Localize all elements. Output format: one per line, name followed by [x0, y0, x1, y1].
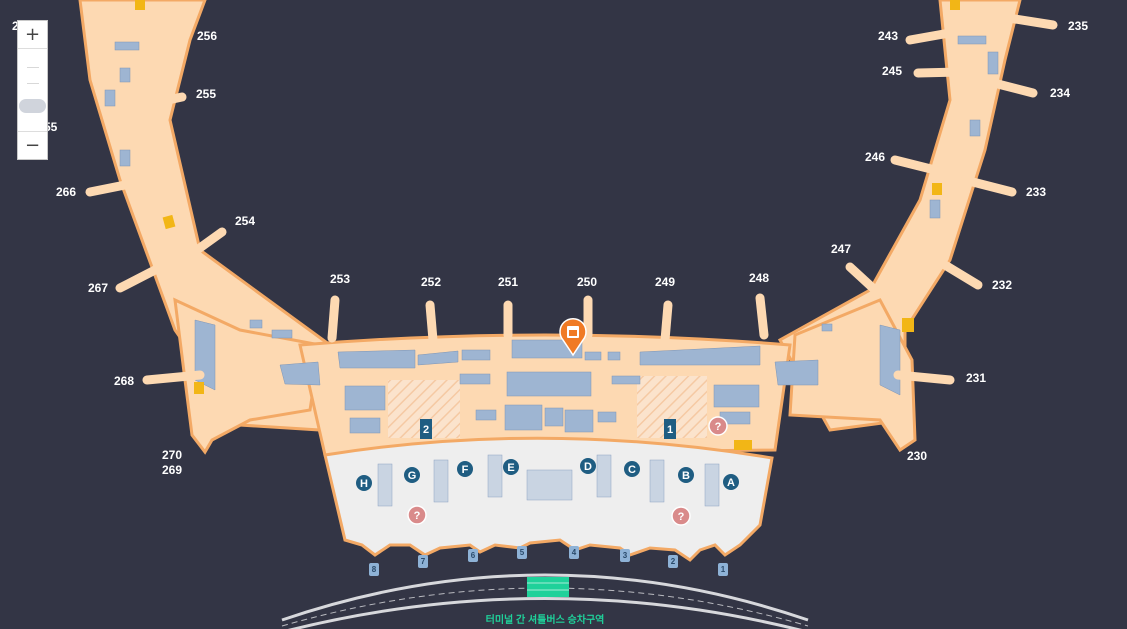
checkin-counter-label: F [462, 464, 469, 476]
checkin-counter-label: C [628, 464, 636, 476]
gate-label: 255 [196, 87, 216, 101]
door-label: 3 [623, 551, 628, 560]
gate-label: 245 [882, 64, 902, 78]
gate-label: 246 [865, 150, 885, 164]
checkin-islands [377, 454, 720, 507]
svg-text:2: 2 [423, 424, 429, 436]
zoom-out-button[interactable]: − [18, 131, 47, 159]
gate-labels: 256 255 266 254 267 253 268 270 269 252 … [12, 19, 1088, 477]
shuttle-bus-zone[interactable] [527, 577, 569, 597]
door-label: 5 [520, 548, 525, 557]
gate-sign-2[interactable]: 2 [420, 419, 432, 439]
info-question-icon[interactable]: ? [708, 416, 728, 436]
checkin-counter-label: A [727, 477, 735, 489]
gate-label: 233 [1026, 185, 1046, 199]
gate-label: 248 [749, 271, 769, 285]
checkin-counter-label: G [408, 470, 417, 482]
checkin-counter-label: E [507, 462, 514, 474]
gate-label: 253 [330, 272, 350, 286]
shuttle-bus-zone-stripes [527, 582, 569, 591]
gate-label: 256 [197, 29, 217, 43]
door-label: 1 [721, 565, 726, 574]
gate-label: 231 [966, 371, 986, 385]
checkin-counters[interactable]: H G F E D C B A [356, 458, 739, 491]
gate-label: 269 [162, 463, 182, 477]
zoom-slider-handle[interactable] [19, 99, 46, 113]
gate-label: 266 [56, 185, 76, 199]
door-label: 7 [421, 557, 426, 566]
escalator-icon [135, 0, 960, 450]
zoom-in-button[interactable]: + [18, 21, 47, 49]
svg-text:?: ? [414, 510, 421, 522]
gate-label: 251 [498, 275, 518, 289]
gate-label: 249 [655, 275, 675, 289]
door-label: 8 [372, 565, 377, 574]
piers [85, 10, 1058, 385]
door-label: 2 [671, 557, 676, 566]
duty-free-marker-icon[interactable] [559, 317, 587, 357]
gate-label: 267 [88, 281, 108, 295]
doors[interactable]: 8 7 6 5 4 3 2 1 [369, 546, 728, 576]
gate-label: 235 [1068, 19, 1088, 33]
zoom-tick [27, 83, 39, 84]
shuttle-road [281, 573, 809, 629]
door-label: 6 [471, 551, 476, 560]
gate-label: 232 [992, 278, 1012, 292]
edge-fragment-label: 2 [12, 19, 19, 33]
gate-label: 234 [1050, 86, 1070, 100]
door-label: 4 [572, 548, 577, 557]
svg-text:?: ? [715, 421, 722, 433]
gate-label: 252 [421, 275, 441, 289]
gate-label: 230 [907, 449, 927, 463]
zoom-tick [27, 67, 39, 68]
info-question-icon[interactable]: ? [407, 505, 427, 525]
info-question-icon[interactable]: ? [671, 506, 691, 526]
shuttle-bus-label: 터미널 간 셔틀버스 승차구역 [486, 613, 605, 626]
gate-sign-1[interactable]: 1 [664, 419, 676, 439]
checkin-counter-label: D [584, 461, 592, 473]
gate-label: 247 [831, 242, 851, 256]
gate-label: 250 [577, 275, 597, 289]
zoom-control: + − [17, 20, 48, 160]
gate-label: 270 [162, 448, 182, 462]
zoom-slider[interactable] [18, 50, 47, 131]
svg-text:1: 1 [667, 424, 673, 436]
checkin-counter-label: B [682, 470, 690, 482]
gate-label: 243 [878, 29, 898, 43]
checkin-counter-label: H [360, 478, 368, 490]
gate-label: 254 [235, 214, 255, 228]
gate-label: 268 [114, 374, 134, 388]
svg-text:?: ? [678, 511, 685, 523]
